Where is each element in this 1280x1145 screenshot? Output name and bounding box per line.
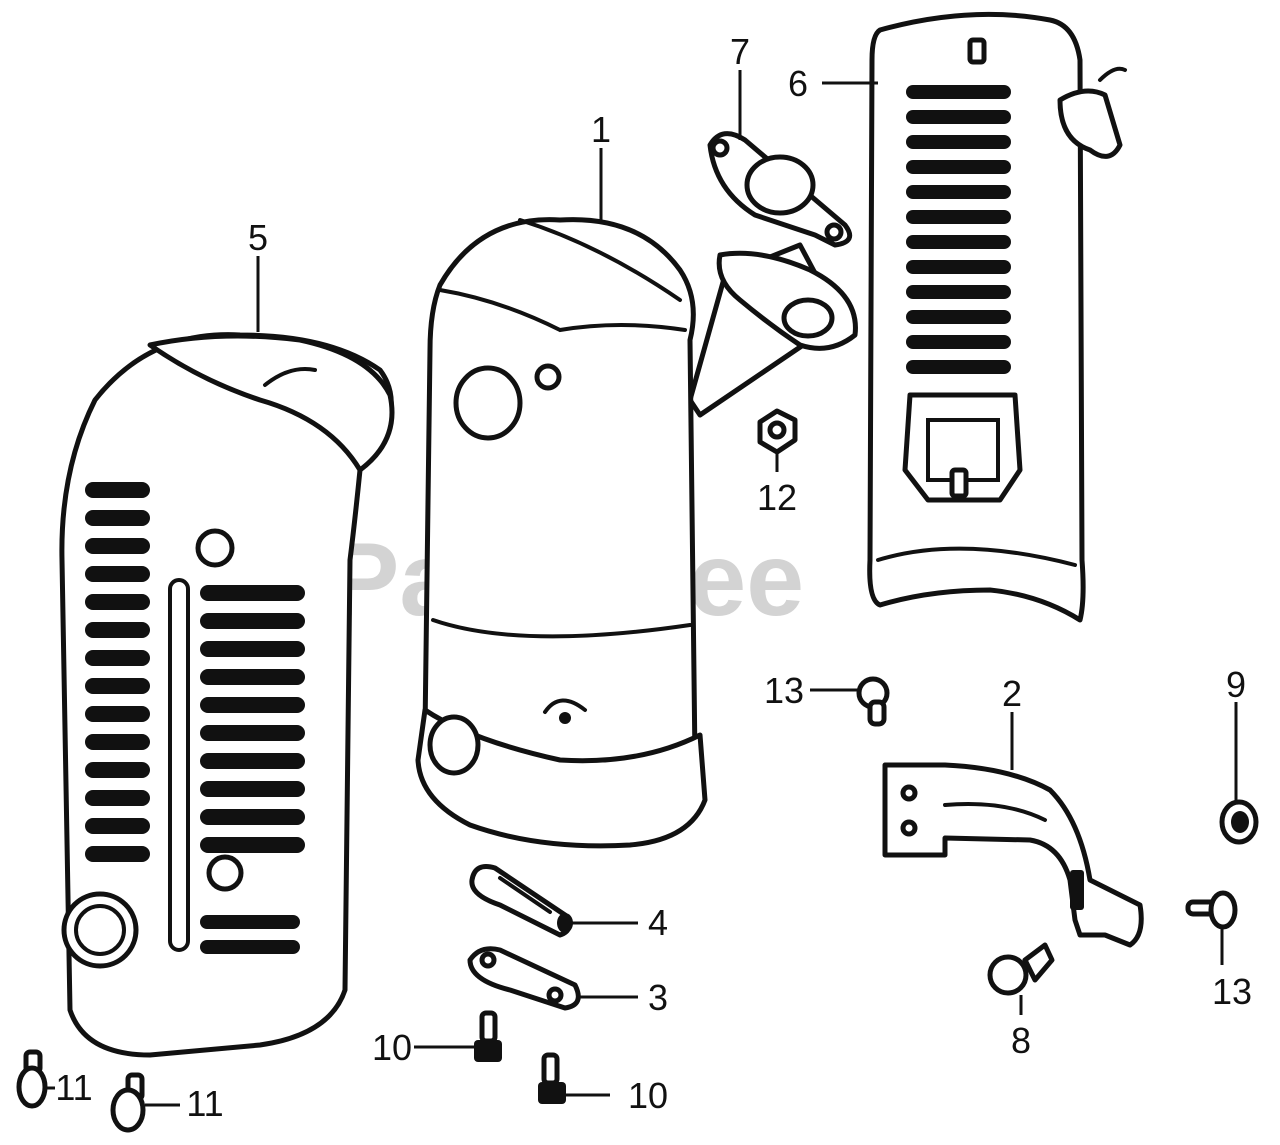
part-11-screw-left[interactable]	[16, 1049, 48, 1109]
part-11-screw-right[interactable]	[110, 1072, 146, 1133]
part-5-muffler-protector[interactable]	[59, 332, 395, 1058]
muffler-protector-slots-right	[200, 585, 305, 954]
callout-label-13-upper: 13	[764, 670, 804, 711]
callout-label-11-left: 11	[55, 1067, 92, 1108]
part-1-muffler[interactable]	[415, 217, 858, 849]
part-12-nut[interactable]	[757, 408, 798, 455]
callout-label-7: 7	[730, 31, 750, 72]
part-13-bolt-lower[interactable]	[1185, 890, 1238, 930]
part-8-bolt[interactable]	[987, 942, 1055, 996]
part-10-bolt-right[interactable]	[538, 1052, 566, 1104]
callout-label-1: 1	[591, 109, 611, 150]
part-7-gasket[interactable]	[707, 131, 853, 248]
muffler-protector-slots-left	[85, 482, 150, 862]
callout-label-6: 6	[788, 63, 808, 104]
callout-label-9: 9	[1226, 664, 1246, 705]
callout-1-label-5: 5	[248, 217, 268, 258]
callout-label-13-lower: 13	[1212, 971, 1252, 1012]
part-2-muffler-stay[interactable]	[882, 762, 1144, 948]
callout-label-4: 4	[648, 902, 668, 943]
part-6-muffler-protector[interactable]	[867, 11, 1127, 623]
part-4-joint[interactable]	[469, 864, 573, 938]
part-10-bolt-left[interactable]	[474, 1010, 502, 1062]
callout-label-11-right: 11	[186, 1083, 223, 1124]
right-protector-slots	[906, 85, 1011, 374]
callout-labels: 5 1 7 6 12 2 9 13 13 8 4 3 10 10 11 11	[55, 31, 1252, 1124]
callout-label-10-right: 10	[628, 1075, 668, 1116]
callout-label-10-left: 10	[372, 1027, 412, 1068]
part-3-plate[interactable]	[467, 946, 581, 1011]
callout-label-8: 8	[1011, 1020, 1031, 1061]
leader-lines	[45, 70, 1238, 1107]
part-13-bolt-upper[interactable]	[856, 676, 890, 727]
callout-label-3: 3	[648, 977, 668, 1018]
callout-label-2: 2	[1002, 673, 1022, 714]
part-9-washer[interactable]	[1219, 799, 1259, 845]
callout-label-12: 12	[757, 477, 797, 518]
